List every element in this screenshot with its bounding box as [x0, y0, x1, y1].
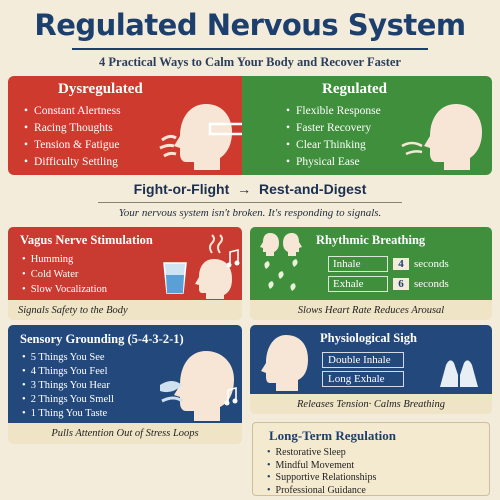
page-title: Regulated Nervous System — [34, 8, 466, 42]
long-term-title: Long-Term Regulation — [269, 428, 396, 443]
list-item: 1 Thing You Taste — [22, 407, 114, 421]
vagus-card-body: Vagus Nerve Stimulation Humming Cold Wat… — [8, 227, 242, 300]
signals-caption: Your nervous system isn't broken. It's r… — [118, 207, 382, 219]
breathing-footer: Slows Heart Rate Reduces Arousal — [250, 300, 492, 320]
sigh-card: Physiological Sigh Double Inhale Long Ex… — [250, 325, 492, 414]
list-item: Tension & Fatigue — [24, 137, 121, 154]
sensory-title: Sensory Grounding (5-4-3-2-1) — [20, 332, 184, 346]
long-term-list: Restorative Sleep Mindful Movement Suppo… — [267, 447, 377, 498]
list-item: Professional Guidance — [267, 485, 376, 498]
hands-icon — [440, 360, 478, 387]
sensory-card: Sensory Grounding (5-4-3-2-1) 5 Things Y… — [8, 325, 242, 444]
list-item: Mindful Movement — [267, 460, 376, 473]
head-profile-icon — [261, 335, 308, 391]
face-pair-icon — [260, 233, 302, 256]
regulated-panel: Regulated Flexible Response Faster Recov… — [242, 76, 492, 175]
head-profile-icon — [160, 351, 234, 421]
dysregulated-panel: Dysregulated Constant Alertness Racing T… — [8, 76, 267, 175]
sensory-footer: Pulls Attention Out of Stress Loops — [8, 423, 242, 444]
rest-and-digest-label: Rest-and-Digest — [259, 181, 367, 197]
long-exhale-label: Long Exhale — [322, 371, 404, 387]
list-item: 3 Things You Hear — [22, 379, 114, 393]
stressed-head-icon — [159, 104, 232, 170]
exhale-count: 6 — [393, 278, 409, 290]
sigh-footer: Releases Tension· Calms Breathing — [250, 394, 492, 414]
list-item: Restorative Sleep — [267, 447, 376, 460]
exhale-label: Exhale — [328, 276, 388, 292]
list-item: Humming — [22, 252, 107, 267]
list-item: 2 Things You Smell — [22, 393, 114, 407]
sigh-card-body: Physiological Sigh Double Inhale Long Ex… — [250, 325, 492, 394]
inhale-row: Inhale 4 seconds — [328, 256, 449, 272]
regulated-list: Flexible Response Faster Recovery Clear … — [286, 103, 381, 171]
dysregulated-list: Constant Alertness Racing Thoughts Tensi… — [24, 103, 121, 171]
long-term-panel: Long-Term Regulation Restorative Sleep M… — [252, 422, 490, 496]
sensory-card-body: Sensory Grounding (5-4-3-2-1) 5 Things Y… — [8, 325, 242, 423]
vagus-card: Vagus Nerve Stimulation Humming Cold Wat… — [8, 227, 242, 320]
dysregulated-heading: Dysregulated — [58, 81, 143, 97]
vagus-title: Vagus Nerve Stimulation — [20, 233, 153, 247]
sigh-title: Physiological Sigh — [320, 331, 417, 345]
leaves-icon — [264, 259, 298, 291]
list-item: Flexible Response — [286, 103, 381, 120]
fight-or-flight-label: Fight-or-Flight — [133, 181, 230, 197]
breathing-card: Rhythmic Breathing Inhale 4 seconds Exha… — [250, 227, 492, 320]
inhale-unit: seconds — [414, 258, 449, 270]
state-transition: Fight-or-Flight → Rest-and-Digest — [98, 181, 402, 203]
inhale-label: Inhale — [328, 256, 388, 272]
list-item: 5 Things You See — [22, 351, 114, 365]
double-inhale-label: Double Inhale — [322, 352, 404, 368]
vagus-footer: Signals Safety to the Body — [8, 300, 242, 320]
exhale-row: Exhale 6 seconds — [328, 276, 449, 292]
list-item: Constant Alertness — [24, 103, 121, 120]
title-underline — [72, 48, 428, 50]
list-item: 4 Things You Feel — [22, 365, 114, 379]
vagus-list: Humming Cold Water Slow Vocalization — [22, 252, 107, 297]
water-glass-icon — [163, 262, 187, 294]
list-item: Supportive Relationships — [267, 472, 377, 485]
list-item: Physical Ease — [286, 154, 381, 171]
calm-head-icon — [401, 104, 482, 170]
list-item: Clear Thinking — [286, 137, 381, 154]
list-item: Faster Recovery — [286, 120, 381, 137]
list-item: Difficulty Settling — [24, 154, 121, 171]
inhale-count: 4 — [393, 258, 409, 270]
exhale-unit: seconds — [414, 278, 449, 290]
steam-icon — [209, 234, 223, 254]
list-item: Slow Vocalization — [22, 282, 107, 297]
list-item: Cold Water — [22, 267, 107, 282]
sensory-list: 5 Things You See 4 Things You Feel 3 Thi… — [22, 351, 114, 421]
music-note-icon — [226, 248, 240, 268]
comparison-panel: Dysregulated Constant Alertness Racing T… — [8, 76, 492, 175]
head-profile-icon — [195, 259, 232, 299]
music-note-icon — [224, 386, 238, 406]
regulated-heading: Regulated — [322, 81, 387, 97]
breathing-card-body: Rhythmic Breathing Inhale 4 seconds Exha… — [250, 227, 492, 300]
list-item: Racing Thoughts — [24, 120, 121, 137]
breathing-title: Rhythmic Breathing — [316, 233, 426, 247]
page-subtitle: 4 Practical Ways to Calm Your Body and R… — [99, 55, 401, 69]
arrow-right-icon: → — [237, 181, 252, 197]
